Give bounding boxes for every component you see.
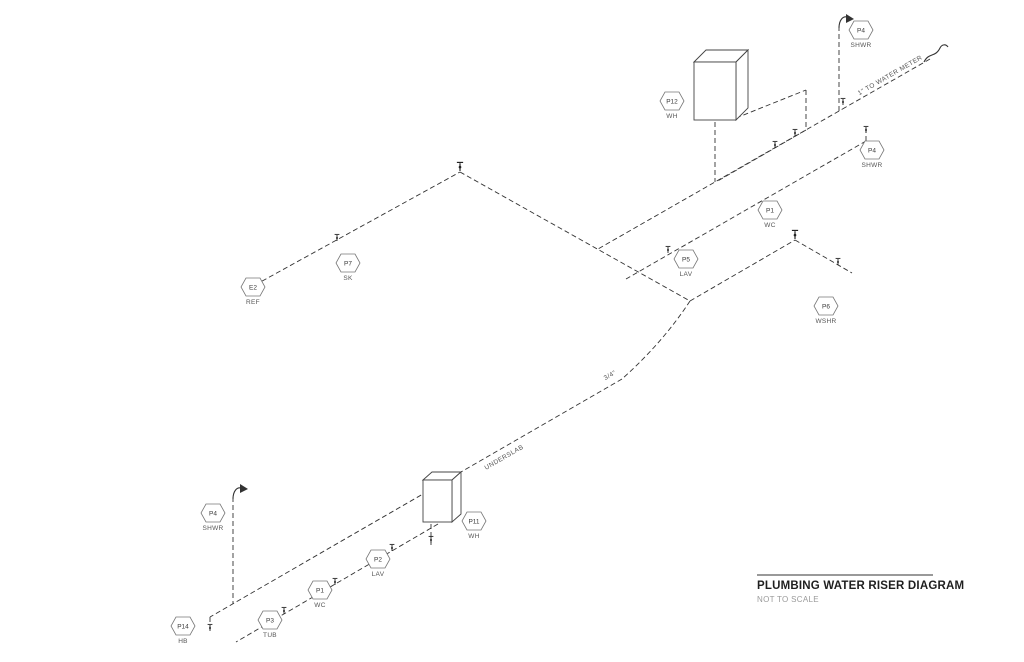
tag-id: P4 — [857, 28, 865, 35]
arrowhead-icon — [846, 14, 854, 23]
hexagon — [659, 91, 685, 111]
tag-label: LAV — [372, 571, 385, 578]
water-heater-1 — [692, 48, 750, 122]
hexagon — [757, 200, 783, 220]
hexagon — [200, 503, 226, 523]
tag-label: WH — [666, 113, 677, 120]
hexagon — [461, 511, 487, 531]
pipe-segment — [254, 171, 461, 286]
tag-label: SHWR — [850, 42, 871, 49]
fixture-tag-ref: E2 REF — [240, 277, 266, 306]
tag-id: P2 — [374, 557, 382, 564]
tag-id: P14 — [177, 624, 189, 631]
tag-label: WSHR — [815, 318, 836, 325]
tag-label: REF — [246, 299, 260, 306]
arrowhead-icon — [240, 484, 248, 493]
pipe-segment — [459, 171, 691, 302]
drawing-scale-note: NOT TO SCALE — [757, 595, 819, 604]
pipe-segment — [625, 140, 867, 280]
pipe-segment — [209, 378, 623, 618]
hexagon — [240, 277, 266, 297]
tag-id: P4 — [209, 511, 217, 518]
tag-id: P1 — [766, 208, 774, 215]
tag-label: WC — [314, 602, 325, 609]
water-heater-2 — [421, 470, 463, 524]
fixture-tag-sink: P7 SK — [335, 253, 361, 282]
fixture-tag-wh-lower: P11 WH — [461, 511, 487, 540]
tag-label: SHWR — [202, 525, 223, 532]
wh-front-face — [422, 479, 453, 523]
hexagon — [335, 253, 361, 273]
drawing-title: PLUMBING WATER RISER DIAGRAM — [757, 580, 964, 592]
fixture-tag-shwr-top: P4 SHWR — [848, 20, 874, 49]
hexagon — [307, 580, 333, 600]
fixture-tag-lav-upper: P5 LAV — [673, 249, 699, 278]
tag-id: P6 — [822, 304, 830, 311]
title-block: PLUMBING WATER RISER DIAGRAM NOT TO SCAL… — [757, 574, 964, 604]
tag-id: P1 — [316, 588, 324, 595]
fixture-tag-washer: P6 WSHR — [813, 296, 839, 325]
fixture-tag-wc-lower: P1 WC — [307, 580, 333, 609]
hexagon — [673, 249, 699, 269]
wh-front-face — [693, 61, 737, 121]
pipe-segment — [794, 239, 853, 274]
tag-id: P3 — [266, 618, 274, 625]
tag-label: LAV — [680, 271, 693, 278]
tag-label: SHWR — [861, 162, 882, 169]
tag-label: HB — [178, 638, 188, 645]
wh-side-face — [735, 48, 749, 122]
tag-id: P11 — [468, 519, 479, 526]
pipe-details — [232, 14, 949, 500]
pipe-segment — [715, 129, 807, 183]
tag-label: SK — [343, 275, 353, 282]
pipe-segment — [735, 89, 807, 119]
hexagon — [813, 296, 839, 316]
pipe-segment — [845, 58, 931, 108]
hexagon — [170, 616, 196, 636]
hexagon — [257, 610, 283, 630]
pipe-bend — [621, 300, 691, 380]
fixture-tag-shwr-right: P4 SHWR — [859, 140, 885, 169]
hexagon — [848, 20, 874, 40]
fixture-tag-wc-upper: P1 WC — [757, 200, 783, 229]
tag-label: WH — [468, 533, 479, 540]
pipe-segment — [689, 239, 796, 302]
tag-id: E2 — [249, 285, 257, 292]
fixture-tag-hose-bib: P14 HB — [170, 616, 196, 645]
tag-id: P12 — [666, 99, 678, 106]
fixture-tag-shwr-lower: P4 SHWR — [200, 503, 226, 532]
tag-label: WC — [764, 222, 775, 229]
fixture-tag-wh-upper: P12 WH — [659, 91, 685, 120]
wh-side-face — [451, 470, 462, 524]
fixture-tag-tub: P3 TUB — [257, 610, 283, 639]
tag-id: P5 — [682, 257, 690, 264]
tag-id: P7 — [344, 261, 352, 268]
hexagon — [365, 549, 391, 569]
tag-label: TUB — [263, 632, 277, 639]
tag-id: P4 — [868, 148, 876, 155]
pipe-break-icon — [923, 44, 949, 63]
fixture-tags: P4 SHWR P12 WH P4 SHWR P1 WC P5 LAV P7 S… — [170, 20, 885, 645]
hexagon — [859, 140, 885, 160]
fixture-tag-lav-lower: P2 LAV — [365, 549, 391, 578]
